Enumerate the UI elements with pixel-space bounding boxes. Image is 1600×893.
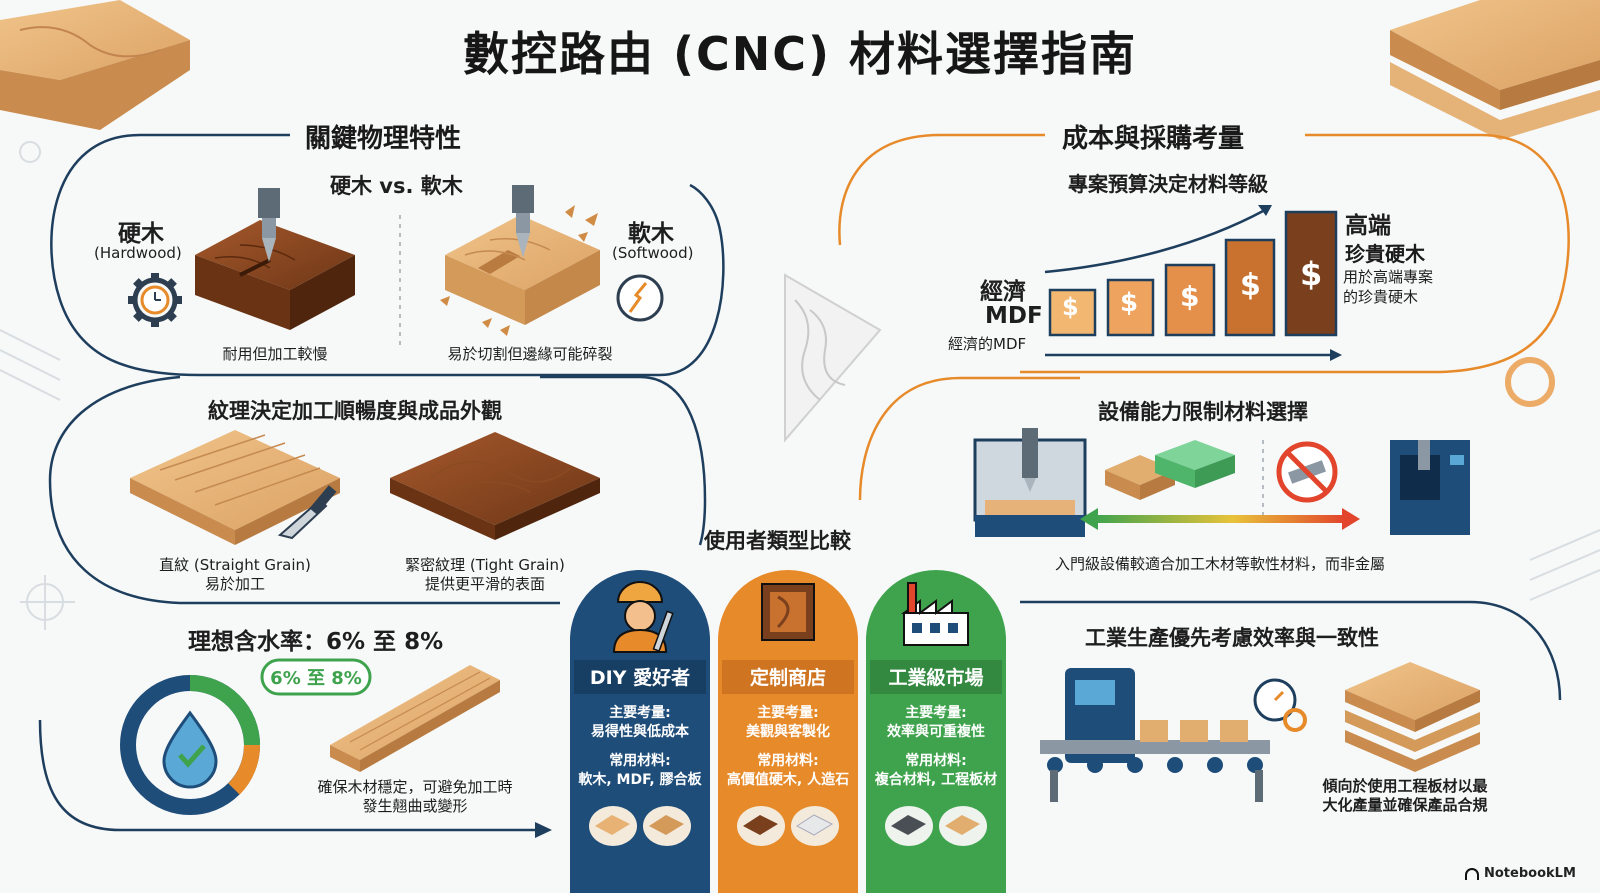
material-swatches: [589, 806, 987, 846]
wood-chips: [440, 205, 598, 336]
moisture-plank: [330, 665, 500, 772]
industrial-focus: 效率與可重複性: [887, 724, 985, 740]
cost-frame-right: [1020, 133, 1570, 374]
user-column-diy: DIY 愛好者 主要考量: 易得性與低成本 常用材料: 軟木, MDF, 膠合板: [574, 663, 706, 790]
dollar-icon: $: [1180, 280, 1200, 313]
dollar-icon: $: [1120, 288, 1139, 318]
users-heading: 使用者類型比較: [704, 529, 851, 553]
hardwood-caption: 耐用但加工較慢: [222, 345, 328, 363]
faint-deco-lines: [0, 141, 1600, 630]
moisture-badge: 6% 至 8%: [270, 668, 362, 689]
cost-low-mdf: MDF: [985, 303, 1043, 329]
cost-low-label: 經濟: [980, 279, 1026, 305]
hardwood-block: [195, 220, 355, 330]
moisture-gauge: [120, 675, 261, 815]
softwood-drill: [512, 185, 534, 258]
page-title: 數控路由 (CNC) 材料選擇指南: [462, 27, 1138, 81]
gear-clock-icon: [128, 273, 182, 327]
dollar-icon: $: [1300, 255, 1323, 293]
straight-grain-board: [130, 430, 340, 545]
cost-low-caption: 經濟的MDF: [948, 335, 1027, 353]
cost-high-label: 高端: [1345, 213, 1391, 239]
deco-ring: [1505, 357, 1555, 407]
moisture-caption-line2: 發生翹曲或變形: [362, 797, 468, 815]
user-column-industrial: 工業級市場 主要考量: 效率與可重複性 常用材料: 複合材料, 工程板材: [870, 663, 1002, 790]
cost-frame-left: [838, 133, 1045, 246]
custom-shop-materials-label: 常用材料:: [757, 753, 819, 769]
moisture-caption: 確保木材穩定，可避免加工時 發生翹曲或變形: [290, 778, 540, 816]
hardwood-label: 硬木: [118, 221, 164, 247]
engineered-board-stack: [1345, 662, 1480, 772]
center-wood-triangle: [784, 273, 882, 443]
user-column-custom-shop: 定制商店 主要考量: 美觀與客製化 常用材料: 高價值硬木, 人造石: [722, 663, 854, 790]
industrial-materials-label: 常用材料:: [905, 753, 967, 769]
hardwood-drill: [258, 188, 280, 262]
corner-plank-top-right: [1390, 0, 1600, 140]
grain-heading: 紋理決定加工順暢度與成品外觀: [208, 399, 502, 423]
grain-frame: [48, 375, 560, 605]
diy-focus: 易得性與低成本: [591, 724, 689, 740]
dollar-icon: $: [1062, 293, 1079, 321]
tight-grain-desc: 提供更平滑的表面: [424, 575, 545, 593]
diy-materials-label: 常用材料:: [609, 753, 671, 769]
wood-and-foam-blocks: [1105, 440, 1235, 500]
moisture-caption-line1: 確保木材穩定，可避免加工時: [317, 778, 513, 796]
cost-chart: [1044, 205, 1342, 361]
moisture-frame: [38, 719, 545, 832]
moisture-heading: 理想含水率：6% 至 8%: [188, 629, 444, 655]
footer-brand: NotebookLM: [1484, 866, 1576, 881]
cost-subheading: 專案預算決定材料等級: [1068, 172, 1268, 196]
softwood-caption: 易於切割但邊緣可能碎裂: [447, 345, 613, 363]
tight-grain-caption: 緊密紋理 (Tight Grain) 提供更平滑的表面: [385, 556, 585, 594]
factory-icon: [901, 582, 969, 646]
hardwood-en-label: (Hardwood): [94, 244, 182, 262]
moisture-badge-bg: [260, 658, 372, 696]
custom-shop-focus: 美觀與客製化: [746, 724, 830, 740]
diy-materials: 軟木, MDF, 膠合板: [578, 772, 702, 788]
custom-shop-materials: 高價值硬木, 人造石: [726, 772, 850, 788]
industry-frame: [1020, 600, 1562, 701]
cnc-machine-illustration: [973, 428, 1087, 537]
cost-high-name: 珍貴硬木: [1345, 242, 1425, 266]
diy-focus-label: 主要考量:: [609, 705, 671, 721]
industry-caption: 傾向於使用工程板材以最 大化產量並確保產品合規: [1300, 777, 1510, 815]
cost-high-caption1: 用於高端專案: [1343, 268, 1434, 286]
custom-shop-title: 定制商店: [749, 667, 826, 689]
worker-icon: [612, 581, 674, 653]
knife-icon: [277, 485, 337, 540]
custom-shop-focus-label: 主要考量:: [757, 705, 819, 721]
tight-grain-board: [390, 432, 600, 540]
stopwatch-gear-icon: [1253, 678, 1307, 732]
straight-grain-title: 直紋 (Straight Grain): [159, 556, 311, 574]
dollar-icon: $: [1240, 268, 1261, 303]
industry-caption-line1: 傾向於使用工程板材以最: [1322, 777, 1488, 795]
notebooklm-logo-icon: [1465, 868, 1479, 880]
softwood-label: 軟木: [628, 221, 674, 247]
industry-heading: 工業生產優先考慮效率與一致性: [1085, 626, 1379, 650]
capability-arrow: [1080, 508, 1360, 530]
crack-icon: [616, 274, 664, 322]
physical-heading: 關鍵物理特性: [295, 118, 472, 155]
industrial-materials: 複合材料, 工程板材: [874, 772, 998, 788]
corner-plank-top-left: [0, 0, 190, 130]
industrial-cnc-illustration: [1390, 440, 1470, 535]
physical-subheading: 硬木 vs. 軟木: [330, 174, 463, 198]
straight-grain-desc: 易於加工: [204, 575, 265, 593]
industrial-title: 工業級市場: [888, 667, 984, 689]
cost-high-caption2: 的珍貴硬木: [1343, 288, 1419, 306]
softwood-en-label: (Softwood): [612, 244, 694, 262]
custom-shop-icon: [761, 583, 815, 641]
physical-frame: [50, 133, 725, 377]
industry-caption-line2: 大化產量並確保產品合規: [1322, 796, 1488, 814]
equipment-caption: 入門級設備較適合加工木材等軟性材料，而非金屬: [1054, 555, 1385, 573]
no-metal-icon: [1276, 441, 1338, 503]
tight-grain-title: 緊密紋理 (Tight Grain): [405, 556, 565, 574]
diy-title: DIY 愛好者: [589, 667, 691, 689]
industrial-focus-label: 主要考量:: [905, 705, 967, 721]
equipment-heading: 設備能力限制材料選擇: [1098, 400, 1308, 424]
straight-grain-caption: 直紋 (Straight Grain) 易於加工: [140, 556, 330, 594]
cost-heading: 成本與採購考量: [1052, 118, 1255, 155]
factory-line-illustration: [1040, 668, 1270, 802]
